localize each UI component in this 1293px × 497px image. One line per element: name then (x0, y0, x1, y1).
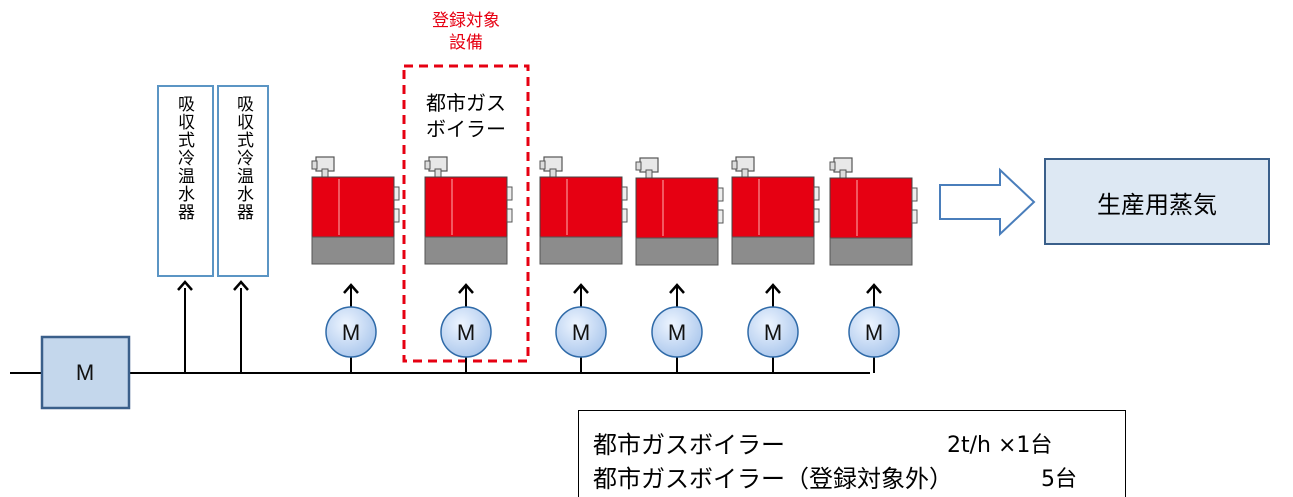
legend-row2-name: 都市ガスボイラー（登録対象外） (593, 465, 953, 493)
chiller-label-2: 吸収式冷温水器 (233, 95, 253, 221)
motor-circle-6 (848, 306, 900, 358)
boiler-burner-knob (635, 161, 642, 171)
boiler-3 (539, 156, 628, 265)
boiler-burner-neck (321, 168, 329, 178)
motor-label-5: M (763, 320, 783, 345)
boiler-burner-knob (539, 160, 546, 170)
motor-label-2: M (456, 320, 476, 345)
boiler-burner-neck (434, 168, 442, 178)
motor-circle-3 (555, 306, 607, 358)
motor-circle-1 (325, 306, 377, 358)
motor-arrow-2 (458, 283, 474, 294)
boiler-burner-knob (311, 160, 318, 170)
registered-label-line1: 登録対象 (432, 11, 500, 31)
boiler-port-lower (393, 208, 400, 223)
motor-circle-2 (440, 306, 492, 358)
output-arrow (939, 167, 1036, 237)
boiler-base (635, 237, 719, 266)
motor-arrow-5 (765, 283, 781, 294)
boiler-group (311, 156, 918, 266)
boiler-body (635, 177, 719, 239)
motor-arrow-6 (866, 283, 882, 294)
main-motor-box (40, 335, 131, 410)
boiler-body (829, 177, 913, 239)
boiler-port-upper (813, 186, 820, 201)
boiler-burner-knob (731, 160, 738, 170)
featured-boiler-label: 都市ガス ボイラー (404, 90, 528, 142)
boiler-port-lower (911, 209, 918, 224)
chiller-box-1 (157, 85, 214, 277)
boiler-4 (635, 157, 724, 266)
chiller-box-2 (217, 85, 269, 277)
boiler-port-lower (506, 208, 513, 223)
boiler-port-upper (717, 187, 724, 202)
legend-box: 都市ガスボイラー 2t/h ×1台 都市ガスボイラー（登録対象外） 5台 (578, 410, 1126, 497)
legend-row1-name: 都市ガスボイラー (593, 431, 785, 459)
featured-boiler-label-line2: ボイラー (426, 117, 506, 141)
boiler-port-lower (717, 209, 724, 224)
motor-label-3: M (571, 320, 591, 345)
boiler-port-upper (506, 186, 513, 201)
boiler-port-lower (813, 208, 820, 223)
boiler-body (731, 176, 815, 238)
boiler-burner-knob (829, 161, 836, 171)
boiler-base (311, 236, 395, 265)
chiller-arrow-2 (233, 280, 249, 291)
main-motor-label: M (75, 360, 95, 385)
boiler-6 (829, 157, 918, 266)
motor-circle-5 (747, 306, 799, 358)
motor-group (325, 283, 900, 373)
output-label: 生産用蒸気 (1097, 191, 1217, 219)
legend-row2-value: 5台 (1041, 467, 1077, 492)
boiler-2 (424, 156, 513, 265)
registered-label-line2: 設備 (449, 33, 483, 53)
boiler-base (731, 236, 815, 265)
motor-arrow-3 (573, 283, 589, 294)
boiler-burner-neck (741, 168, 749, 178)
boiler-1 (311, 156, 400, 265)
chiller-arrow-1 (177, 280, 193, 291)
featured-boiler-label-line1: 都市ガス (426, 91, 506, 115)
boiler-burner-knob (424, 160, 431, 170)
chiller-label-1: 吸収式冷温水器 (174, 95, 194, 221)
boiler-5 (731, 156, 820, 265)
motor-label-4: M (667, 320, 687, 345)
legend-row1-value: 2t/h ×1台 (947, 433, 1053, 458)
motor-circle-4 (651, 306, 703, 358)
output-box (1044, 158, 1270, 245)
boiler-burner-neck (645, 169, 653, 179)
boiler-port-upper (393, 186, 400, 201)
boiler-body (539, 176, 623, 238)
boiler-burner-neck (549, 168, 557, 178)
boiler-base (424, 236, 508, 265)
motor-arrow-4 (669, 283, 685, 294)
motor-label-6: M (864, 320, 884, 345)
motor-arrow-1 (343, 283, 359, 294)
boiler-body (424, 176, 508, 238)
boiler-burner-neck (839, 169, 847, 179)
registered-label: 登録対象 設備 (404, 10, 528, 54)
boiler-base (829, 237, 913, 266)
motor-label-1: M (341, 320, 361, 345)
boiler-port-lower (621, 208, 628, 223)
boiler-body (311, 176, 395, 238)
boiler-port-upper (911, 187, 918, 202)
boiler-port-upper (621, 186, 628, 201)
boiler-base (539, 236, 623, 265)
